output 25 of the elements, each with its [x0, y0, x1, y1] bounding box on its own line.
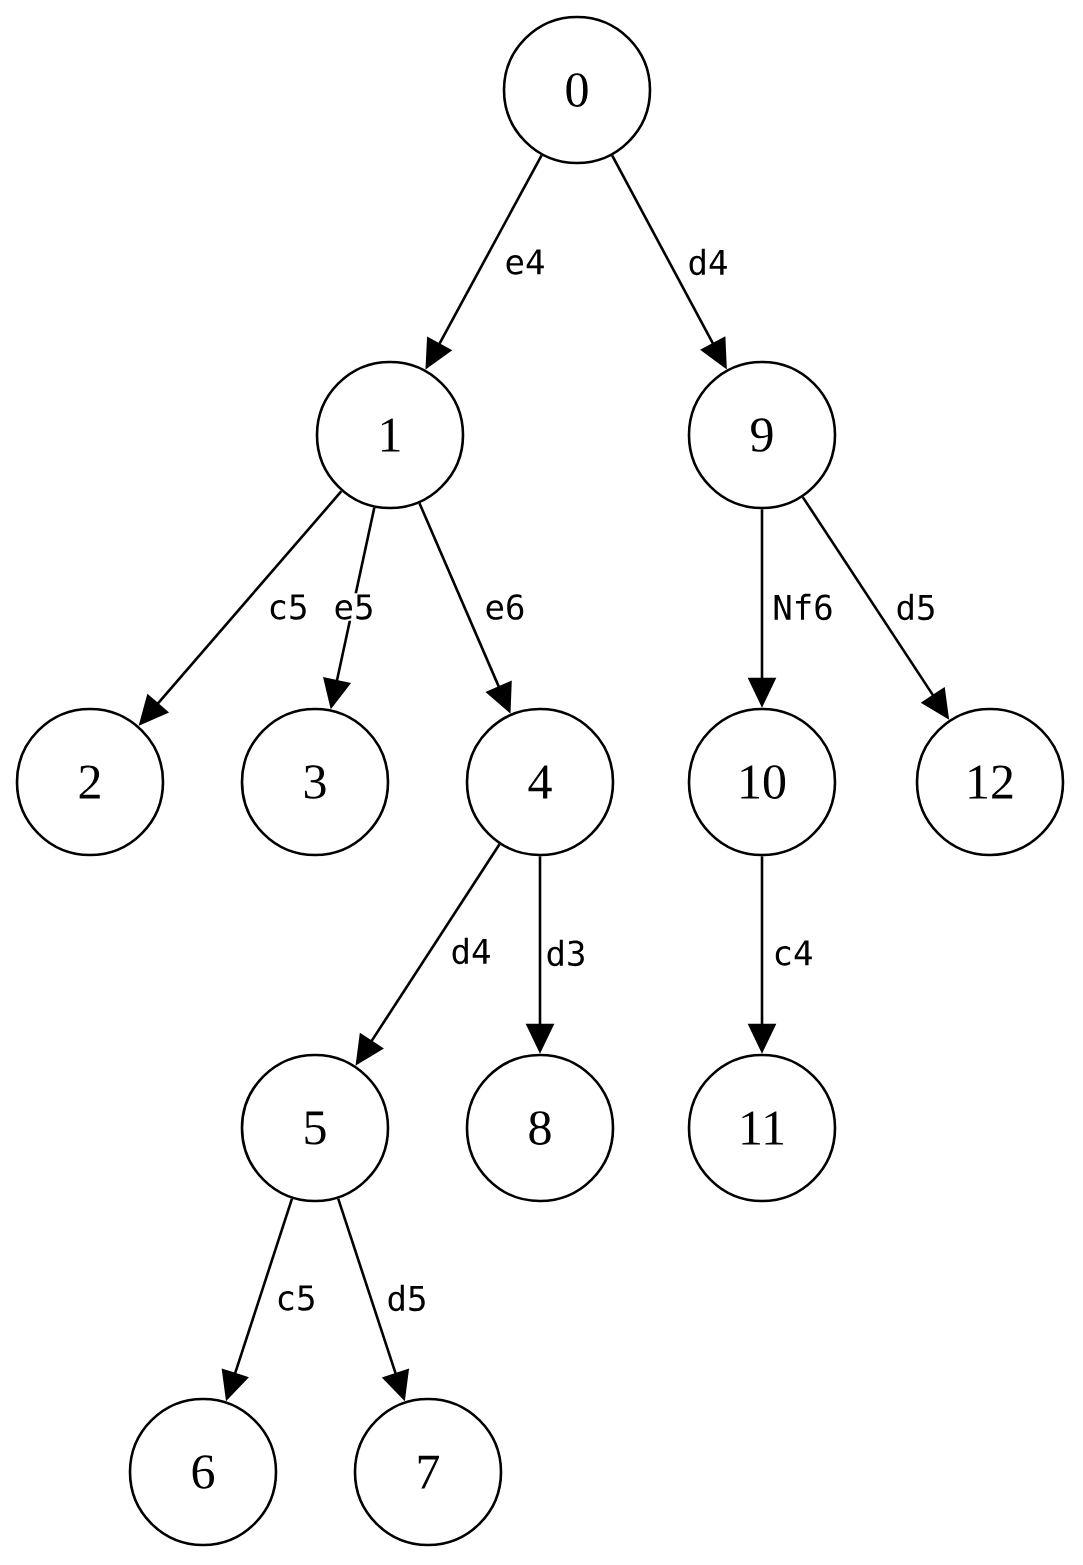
tree-node: 6	[128, 1397, 278, 1547]
edge-label: c5	[274, 1284, 318, 1312]
tree-node: 3	[240, 707, 390, 857]
tree-node: 2	[15, 707, 165, 857]
edge-label: e5	[332, 593, 376, 621]
tree-node: 12	[915, 707, 1065, 857]
edge-label: d5	[385, 1283, 429, 1313]
edge-label: c4	[771, 939, 815, 967]
tree-node: 0	[502, 15, 652, 165]
tree-node: 4	[465, 707, 615, 857]
tree-node: 10	[687, 707, 837, 857]
tree-node: 5	[240, 1053, 390, 1203]
edge-label: d5	[894, 592, 938, 622]
edge-label: e4	[503, 248, 547, 276]
edge-label: c5	[266, 593, 310, 621]
tree-node: 9	[687, 360, 837, 510]
edge-label: Nf6	[771, 592, 835, 622]
tree-node: 8	[465, 1053, 615, 1203]
edge-label: d3	[544, 938, 588, 968]
tree-node: 7	[353, 1397, 503, 1547]
edge-label: d4	[449, 936, 493, 966]
tree-node: 1	[315, 360, 465, 510]
edge-label: e6	[483, 593, 527, 621]
edge-label: d4	[686, 247, 730, 277]
tree-node: 11	[687, 1053, 837, 1203]
